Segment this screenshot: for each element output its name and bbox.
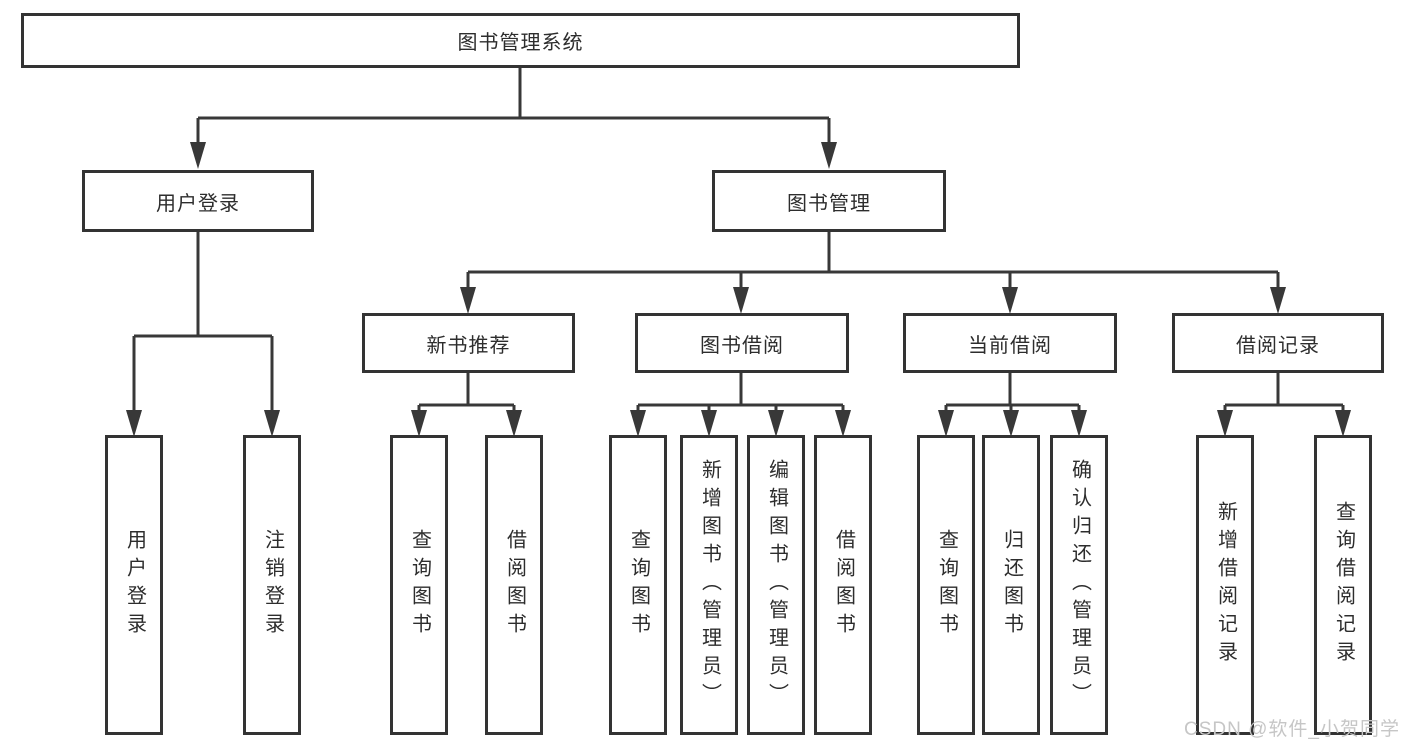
leaf-current-query-books: 查询图书 (917, 435, 975, 735)
leaf-borrow-add-books-admin-label: 新增图书（管理员） (698, 459, 721, 711)
node-library-management-system: 图书管理系统 (21, 13, 1020, 68)
leaf-user-login-label: 用户登录 (123, 529, 146, 641)
leaf-records-query-record: 查询借阅记录 (1314, 435, 1372, 735)
leaf-borrow-edit-books-admin-label: 编辑图书（管理员） (765, 459, 788, 711)
leaf-records-query-record-label: 查询借阅记录 (1332, 501, 1355, 669)
leaf-current-confirm-return-admin: 确认归还（管理员） (1050, 435, 1108, 735)
node-borrow-records: 借阅记录 (1172, 313, 1384, 373)
leaf-borrow-edit-books-admin: 编辑图书（管理员） (747, 435, 805, 735)
leaf-borrow-query-books-label: 查询图书 (627, 529, 650, 641)
leaf-borrow-add-books-admin: 新增图书（管理员） (680, 435, 738, 735)
node-user-login: 用户登录 (82, 170, 314, 232)
leaf-logout-label: 注销登录 (261, 529, 284, 641)
leaf-current-query-books-label: 查询图书 (935, 529, 958, 641)
leaf-current-return-books-label: 归还图书 (1000, 529, 1023, 641)
leaf-current-confirm-return-admin-label: 确认归还（管理员） (1068, 459, 1091, 711)
leaf-recommend-borrow-books: 借阅图书 (485, 435, 543, 735)
leaf-current-return-books: 归还图书 (982, 435, 1040, 735)
leaf-recommend-query-books: 查询图书 (390, 435, 448, 735)
node-new-book-recommend: 新书推荐 (362, 313, 575, 373)
node-current-borrow: 当前借阅 (903, 313, 1117, 373)
arrowheads (126, 142, 1351, 437)
leaf-borrow-borrow-books: 借阅图书 (814, 435, 872, 735)
leaf-recommend-query-books-label: 查询图书 (408, 529, 431, 641)
leaf-records-add-record: 新增借阅记录 (1196, 435, 1254, 735)
leaf-records-add-record-label: 新增借阅记录 (1214, 501, 1237, 669)
leaf-logout: 注销登录 (243, 435, 301, 735)
node-book-management: 图书管理 (712, 170, 946, 232)
leaf-borrow-borrow-books-label: 借阅图书 (832, 529, 855, 641)
node-book-borrow: 图书借阅 (635, 313, 849, 373)
leaf-recommend-borrow-books-label: 借阅图书 (503, 529, 526, 641)
leaf-user-login: 用户登录 (105, 435, 163, 735)
csdn-watermark: CSDN @软件_小贺同学 (1184, 719, 1400, 740)
leaf-borrow-query-books: 查询图书 (609, 435, 667, 735)
